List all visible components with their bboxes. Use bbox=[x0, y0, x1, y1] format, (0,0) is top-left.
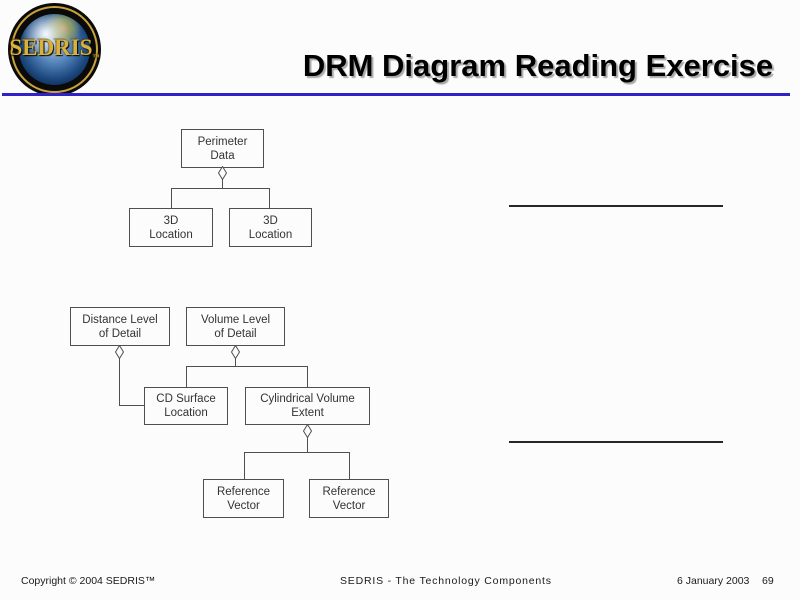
box-label-line: of Detail bbox=[98, 327, 142, 340]
sedris-logo: SEDRIS™ bbox=[8, 3, 101, 96]
footer-page-number: 69 bbox=[762, 575, 774, 587]
connector-line bbox=[171, 188, 172, 208]
box-label-line: Cylindrical Volume bbox=[260, 393, 355, 405]
connector-line bbox=[307, 366, 308, 387]
box-label-line: Volume Level bbox=[200, 313, 271, 326]
connector-line bbox=[119, 405, 145, 406]
box-label-line: Location bbox=[164, 407, 208, 419]
footer-center-text: SEDRIS - The Technology Components bbox=[340, 575, 552, 587]
box-label-line: Vector bbox=[227, 499, 260, 512]
diagram-box-reference-vector-left: Reference Vector bbox=[203, 479, 284, 518]
aggregation-diamond-icon bbox=[218, 166, 227, 180]
diagram-box-distance-level-of-detail: Distance Level of Detail bbox=[70, 307, 170, 346]
diagram-box-cylindrical-volume-extent: Cylindrical Volume Extent bbox=[245, 387, 370, 425]
connector-line bbox=[186, 366, 308, 367]
box-label-line: Location bbox=[149, 228, 193, 241]
answer-line-1 bbox=[509, 205, 723, 207]
box-label-line: Reference bbox=[322, 485, 376, 498]
box-label-line: CD Surface bbox=[156, 393, 216, 405]
aggregation-diamond-icon bbox=[303, 424, 312, 438]
diagram-box-cd-surface-location: CD Surface Location bbox=[144, 387, 228, 425]
diagram-box-3d-location-right: 3D Location bbox=[229, 208, 312, 247]
logo-globe-icon bbox=[19, 14, 90, 85]
connector-line bbox=[235, 358, 236, 367]
slide-title: DRM Diagram Reading Exercise bbox=[302, 48, 774, 83]
diagram-box-reference-vector-right: Reference Vector bbox=[309, 479, 389, 518]
box-label-line: Data bbox=[210, 149, 235, 162]
logo-wordmark: SEDRIS bbox=[9, 35, 93, 60]
box-label-line: Perimeter bbox=[197, 135, 248, 148]
box-label-line: Distance Level bbox=[82, 313, 158, 326]
box-label-line: Location bbox=[248, 228, 293, 241]
box-label-line: 3D bbox=[263, 214, 278, 227]
diagram-box-perimeter-data: Perimeter Data bbox=[181, 129, 264, 168]
aggregation-diamond-icon bbox=[231, 345, 240, 359]
box-label-line: Reference bbox=[216, 485, 271, 498]
logo-gold-ring-icon bbox=[11, 6, 98, 93]
footer-date: 6 January 2003 bbox=[677, 575, 750, 587]
connector-line bbox=[119, 358, 120, 406]
logo-trademark: ™ bbox=[92, 53, 100, 61]
connector-line bbox=[349, 452, 350, 479]
footer-copyright: Copyright © 2004 SEDRIS™ bbox=[21, 575, 156, 587]
connector-line bbox=[269, 188, 270, 208]
box-label-line: Vector bbox=[332, 499, 366, 512]
box-label-line: Extent bbox=[291, 407, 324, 419]
box-label-line: of Detail bbox=[214, 327, 257, 340]
connector-line bbox=[244, 452, 245, 479]
connector-line bbox=[222, 179, 223, 189]
box-label-line: 3D bbox=[163, 214, 179, 227]
title-underline bbox=[2, 93, 790, 96]
diagram-box-3d-location-left: 3D Location bbox=[129, 208, 213, 247]
connector-line bbox=[307, 437, 308, 453]
aggregation-diamond-icon bbox=[115, 345, 124, 359]
connector-line bbox=[186, 366, 187, 387]
answer-line-2 bbox=[509, 441, 723, 443]
connector-line bbox=[244, 452, 350, 453]
diagram-box-volume-level-of-detail: Volume Level of Detail bbox=[186, 307, 285, 346]
logo-text: SEDRIS™ bbox=[8, 35, 101, 61]
connector-line bbox=[171, 188, 270, 189]
